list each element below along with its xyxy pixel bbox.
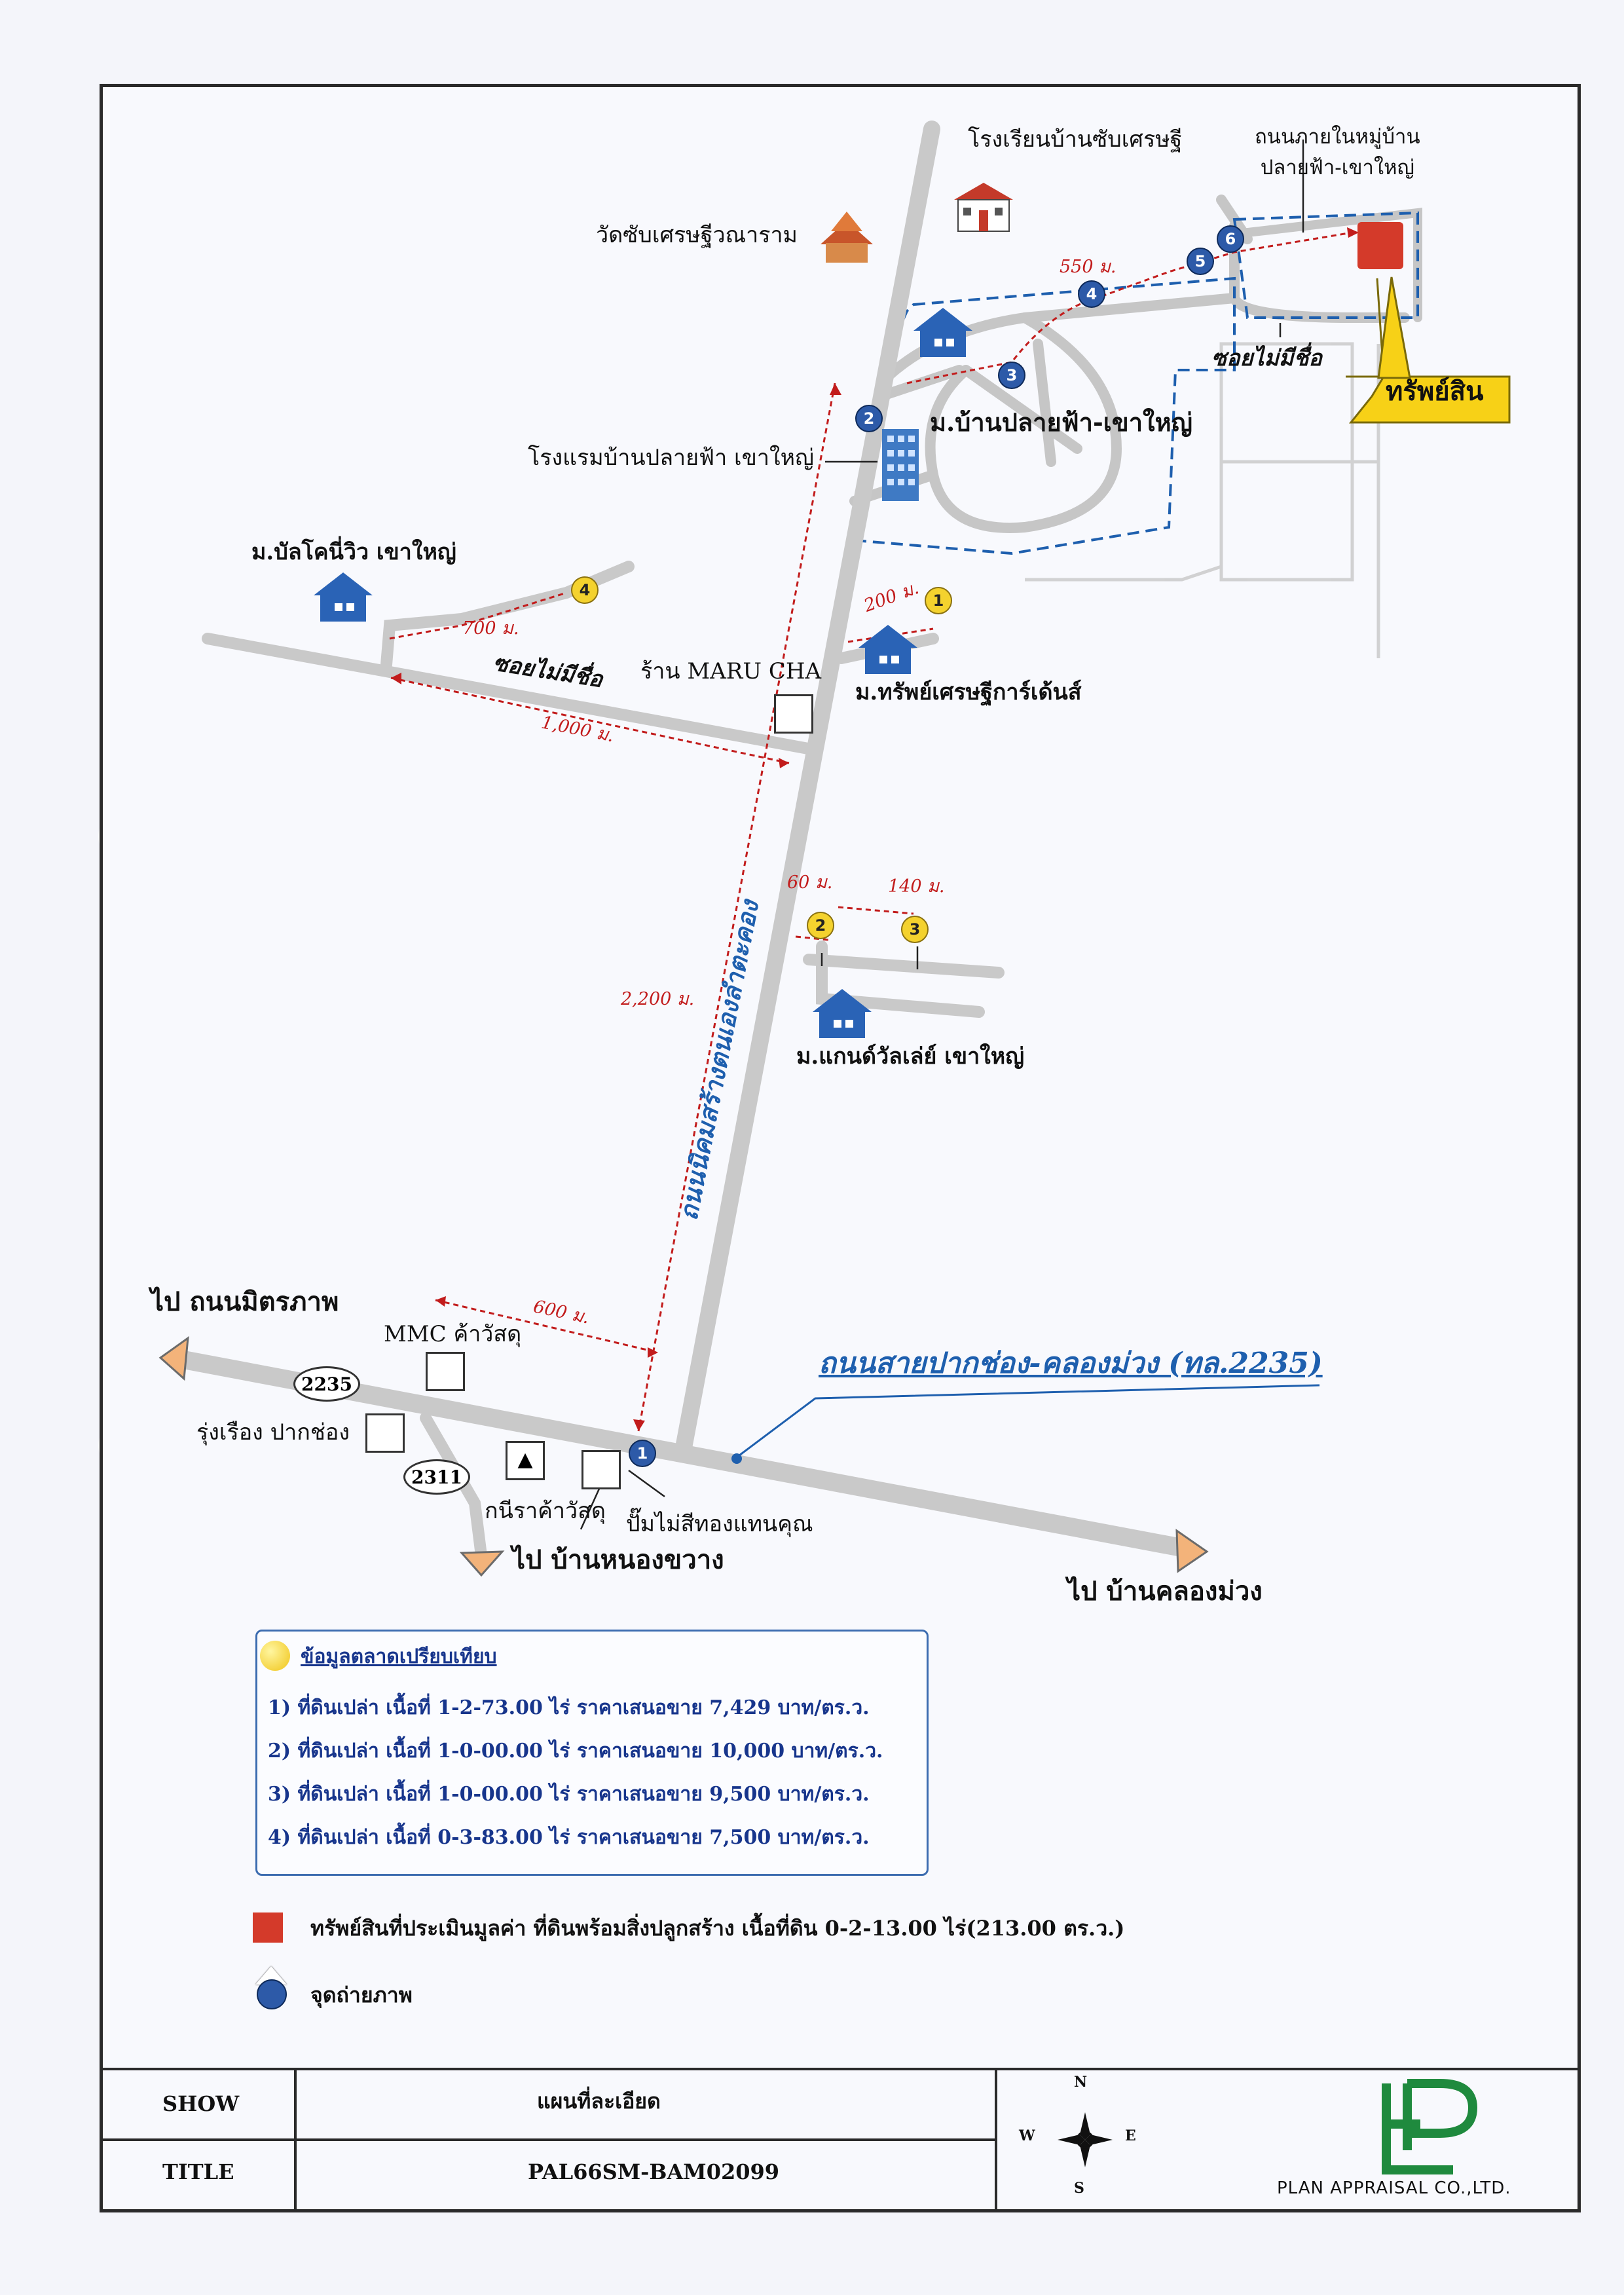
- label-shop-mmc: MMC ค้าวัสดุ: [384, 1321, 522, 1347]
- compass-s: S: [1074, 2180, 1084, 2197]
- photo-legend-icon: [257, 1979, 287, 2009]
- photo-pin-4[interactable]: 4: [1078, 280, 1105, 308]
- legend-item-4: 4) ที่ดินเปล่า เนื้อที่ 0-3-83.00 ไร่ รา…: [268, 1826, 870, 1849]
- label-road-2235: ถนนสายปากช่อง-คลองม่วง (ทล.2235): [819, 1347, 1323, 1380]
- house-icons: [314, 308, 972, 1038]
- photo-pin-2[interactable]: 2: [855, 405, 883, 432]
- market-legend-icon: [260, 1641, 290, 1671]
- label-property: ทรัพย์สิน: [1386, 376, 1484, 407]
- photo-pin-3[interactable]: 3: [998, 362, 1025, 389]
- temple-icon: [821, 212, 873, 263]
- label-school: โรงเรียนบ้านซับเศรษฐี: [968, 126, 1183, 153]
- title-label: TITLE: [162, 2159, 234, 2184]
- dist-550: 550 ม.: [1060, 257, 1116, 277]
- label-village-plaifa: ม.บ้านปลายฟ้า-เขาใหญ่: [930, 407, 1193, 437]
- shop-mmc-marker: [426, 1352, 465, 1391]
- property-legend-icon: [253, 1912, 283, 1943]
- show-label: SHOW: [162, 2091, 240, 2116]
- legend-box: ข้อมูลตลาดเปรียบเทียบ 1) ที่ดินเปล่า เนื…: [255, 1630, 929, 1876]
- gas-station-marker: [581, 1450, 621, 1489]
- map-frame: [100, 84, 1581, 2212]
- hotel-icon: [882, 429, 919, 501]
- compass-icon: [1058, 2112, 1113, 2167]
- legend-item-1: 1) ที่ดินเปล่า เนื้อที่ 1-2-73.00 ไร่ รา…: [268, 1696, 870, 1719]
- label-to-mittraphap: ไป ถนนมิตรภาพ: [151, 1286, 339, 1317]
- photo-pin-5[interactable]: 5: [1187, 248, 1214, 275]
- label-shop-maru: ร้าน MARU CHA: [640, 658, 822, 684]
- route-2311-badge: 2311: [403, 1459, 470, 1495]
- legend-item-3: 3) ที่ดินเปล่า เนื้อที่ 1-0-00.00 ไร่ รา…: [268, 1783, 870, 1806]
- plan-appraisal-logo: [1382, 2079, 1478, 2174]
- school-icon: [954, 183, 1013, 232]
- label-village-balcony: ม.บัลโคนี่วิว เขาใหญ่: [251, 539, 456, 565]
- title-value: PAL66SM-BAM02099: [528, 2159, 780, 2184]
- market-pin-3[interactable]: 3: [901, 916, 929, 943]
- market-pin-4[interactable]: 4: [571, 576, 599, 604]
- shop-rungruang-marker: [365, 1413, 405, 1453]
- village-boundary: [853, 276, 1236, 555]
- label-shop-kanni: กนีราค้าวัสดุ: [485, 1498, 606, 1524]
- label-village-road: ถนนภายในหมู่บ้าน ปลายฟ้า-เขาใหญ่: [1255, 125, 1420, 179]
- route-2235-badge: 2235: [293, 1366, 360, 1402]
- shop-maru-marker: [774, 694, 813, 734]
- shop-kanni-marker: ▲: [506, 1441, 545, 1480]
- dist-2200: 2,200 ม.: [621, 989, 695, 1009]
- legend-item-2: 2) ที่ดินเปล่า เนื้อที่ 1-0-00.00 ไร่ รา…: [268, 1740, 883, 1763]
- compass-w: W: [1019, 2127, 1035, 2144]
- legend-photo-note: จุดถ่ายภาพ: [310, 1983, 413, 2007]
- property-parcel: [1357, 222, 1403, 269]
- show-value: แผนที่ละเอียด: [537, 2089, 661, 2114]
- compass-e: E: [1125, 2127, 1136, 2144]
- company-name: PLAN APPRAISAL CO.,LTD.: [1277, 2178, 1511, 2198]
- map-canvas: [103, 121, 1578, 2209]
- compass-n: N: [1074, 2074, 1088, 2091]
- market-pin-1[interactable]: 1: [925, 587, 952, 614]
- label-temple: วัดซับเศรษฐีวณาราม: [596, 222, 798, 248]
- label-shop-rungruang: รุ่งเรือง ปากช่อง: [196, 1419, 350, 1446]
- legend-property-note: ทรัพย์สินที่ประเมินมูลค่า ที่ดินพร้อมสิ่…: [310, 1916, 1125, 1941]
- label-to-nongkhwang: ไป บ้านหนองขวาง: [512, 1544, 724, 1575]
- arrow-to-khlongmuang: [1175, 1529, 1209, 1573]
- label-to-khlongmuang: ไป บ้านคลองม่วง: [1067, 1576, 1263, 1607]
- label-soi-right: ซอยไม่มีชื่อ: [1211, 345, 1322, 371]
- market-pin-2[interactable]: 2: [807, 912, 834, 939]
- label-village-sapsetthi: ม.ทรัพย์เศรษฐีการ์เด้นส์: [855, 679, 1082, 705]
- dist-140: 140 ม.: [888, 876, 945, 897]
- dist-700: 700 ม.: [462, 618, 519, 639]
- photo-pin-6[interactable]: 6: [1217, 225, 1244, 253]
- label-gas-station: ปั๊มไม่สีทองแทนคุณ: [626, 1511, 813, 1537]
- photo-pin-1[interactable]: 1: [629, 1440, 656, 1467]
- arrow-to-mittraphap: [158, 1335, 189, 1381]
- label-village-grand: ม.แกนด์วัลเล่ย์ เขาใหญ่: [796, 1043, 1025, 1070]
- legend-title: ข้อมูลตลาดเปรียบเทียบ: [301, 1645, 497, 1668]
- label-hotel: โรงแรมบ้านปลายฟ้า เขาใหญ่: [528, 445, 814, 471]
- road-nikhom: [676, 121, 940, 1453]
- arrow-to-nongkhwang: [459, 1550, 505, 1577]
- dist-60: 60 ม.: [787, 872, 833, 893]
